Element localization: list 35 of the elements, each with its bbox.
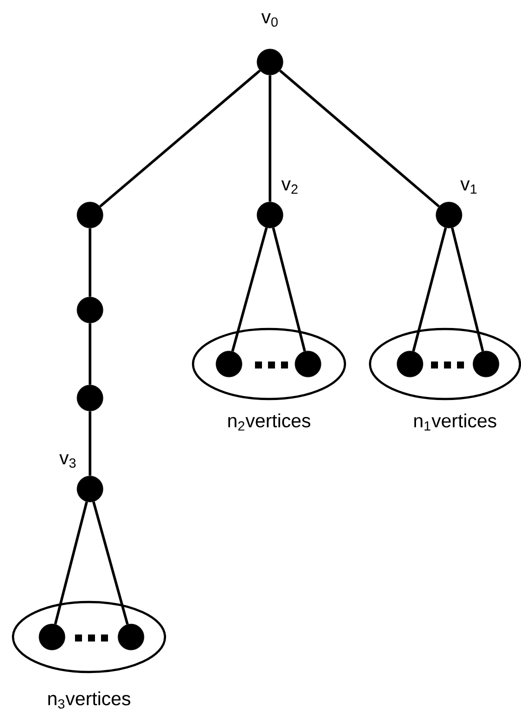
- vertex-group-ellipse: [192, 328, 346, 400]
- vertex-group-ellipse: [12, 600, 166, 674]
- edge-line: [412, 227, 447, 352]
- vertex-dot: [294, 350, 322, 378]
- vertex-dot: [256, 48, 284, 76]
- group-label: n$_{2}$vertices: [228, 413, 310, 431]
- group-label: n$_{1}$vertices: [414, 414, 496, 430]
- vertex-label: v$_{0}$: [261, 13, 278, 27]
- vertex-dot: [38, 624, 66, 650]
- edge-line: [268, 75, 272, 202]
- vertex-dot: [76, 296, 104, 324]
- group-label: n$_{3}$vertices: [48, 691, 130, 709]
- vertex-dot: [76, 384, 104, 412]
- edge-line: [88, 411, 92, 476]
- edge-line: [99, 70, 261, 208]
- vertex-label: v$_{2}$: [281, 180, 298, 194]
- vertex-dot: [472, 350, 500, 378]
- edge-line: [272, 227, 306, 352]
- edge-line: [88, 323, 92, 385]
- edge-line: [92, 501, 129, 625]
- edge-line: [279, 70, 440, 208]
- edge-line: [54, 501, 88, 625]
- vertex-dot: [396, 350, 424, 378]
- vertex-label: v$_{1}$: [460, 180, 477, 194]
- vertex-dot: [76, 476, 104, 502]
- vertex-label: v$_{3}$: [59, 454, 76, 468]
- edge-line: [88, 228, 92, 297]
- vertex-dot: [76, 202, 104, 228]
- vertex-group-ellipse: [368, 328, 521, 400]
- vertex-dot: [256, 202, 284, 228]
- vertex-dot: [436, 202, 462, 228]
- edge-line: [231, 227, 268, 352]
- vertex-dot: [118, 624, 144, 650]
- edge-line: [450, 228, 484, 352]
- vertex-dot: [216, 350, 242, 378]
